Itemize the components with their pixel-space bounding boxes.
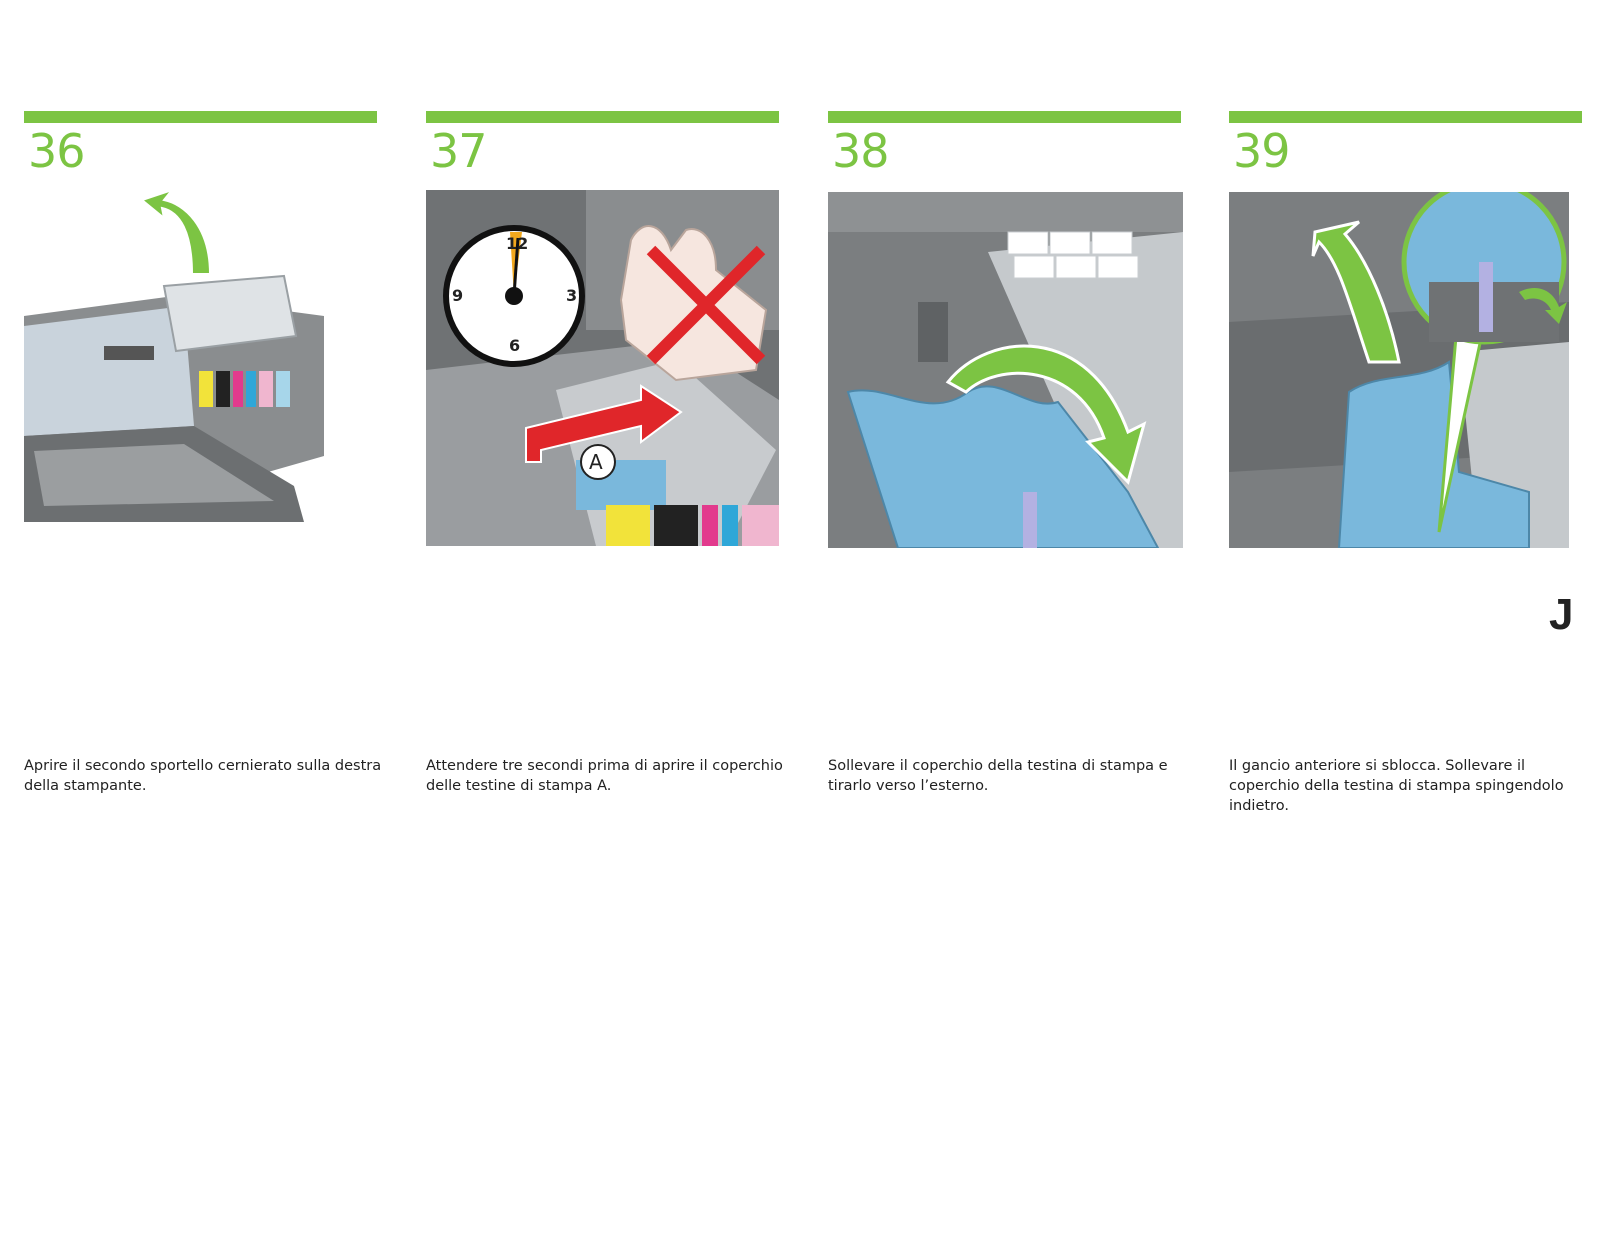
clock-label-six: 6 [509, 336, 521, 355]
step-number: 37 [430, 124, 488, 178]
step-bar [24, 111, 377, 123]
step-number: 38 [832, 124, 890, 178]
section-letter: J [1549, 590, 1574, 639]
step-36: 36 [24, 111, 377, 177]
step-bar [828, 111, 1181, 123]
step-39: 39 [1229, 111, 1582, 177]
illustration-printer-open-door [24, 186, 324, 522]
step-caption: Sollevare il coperchio della testina di … [828, 758, 1168, 794]
step-37: 37 [426, 111, 779, 177]
step-caption: Aprire il secondo sportello cernierato s… [24, 758, 382, 794]
illustration-lift-cover [828, 192, 1183, 548]
step-bar [1229, 111, 1582, 123]
clock-label-nine: 9 [452, 286, 464, 305]
step-number: 36 [28, 124, 86, 178]
illustration-wait-clock: 12 3 6 9 A [426, 190, 779, 546]
clock-label-three: 3 [566, 286, 578, 305]
step-38: 38 [828, 111, 1181, 177]
clock-label-twelve: 12 [506, 234, 529, 253]
up-arrow-icon [139, 187, 212, 275]
curved-arrow-icon [945, 344, 1147, 485]
step-caption: Il gancio anteriore si sblocca. Sollevar… [1229, 758, 1564, 814]
callout-a-label: A [589, 450, 603, 474]
illustration-release-latch [1229, 192, 1569, 548]
clock-icon [443, 225, 585, 367]
step-number: 39 [1233, 124, 1291, 178]
step-bar [426, 111, 779, 123]
up-arrow-icon [1311, 220, 1401, 364]
callout-a-circle [580, 444, 616, 480]
stop-x-icon [646, 245, 766, 365]
zoom-detail-icon [1401, 192, 1567, 533]
step-caption: Attendere tre secondi prima di aprire il… [426, 758, 783, 794]
